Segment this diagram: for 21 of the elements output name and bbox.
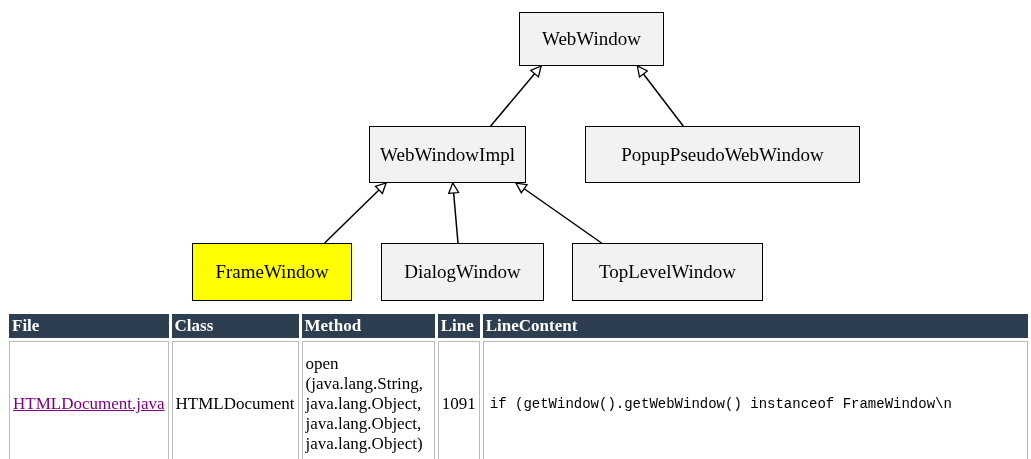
table-cell: if (getWindow().getWebWindow() instanceof FrameWindow\n	[482, 341, 1028, 459]
class-box: DialogWindow	[381, 243, 544, 301]
table-cell: HTMLDocument	[171, 341, 299, 459]
column-header: File	[9, 314, 169, 338]
column-header: Line	[437, 314, 480, 338]
table-cell: 1091	[437, 341, 480, 459]
inheritance-arrow	[636, 65, 684, 127]
class-box: WebWindowImpl	[369, 126, 526, 183]
inheritance-arrow	[448, 182, 460, 244]
inheritance-arrow	[489, 65, 542, 127]
table-cell: open (java.lang.String, java.lang.Object, java.lang.Object, java.lang.Object)	[301, 341, 435, 459]
column-header: LineContent	[482, 314, 1028, 338]
column-header: Class	[171, 314, 299, 338]
class-box: PopupPseudoWebWindow	[585, 126, 860, 183]
inheritance-arrow	[515, 182, 603, 244]
inheritance-arrow	[323, 182, 387, 244]
class-box: FrameWindow	[192, 243, 352, 301]
column-header: Method	[301, 314, 435, 338]
file-link: HTMLDocument.java	[13, 394, 165, 413]
class-box: WebWindow	[519, 12, 664, 66]
class-box: TopLevelWindow	[572, 243, 763, 301]
